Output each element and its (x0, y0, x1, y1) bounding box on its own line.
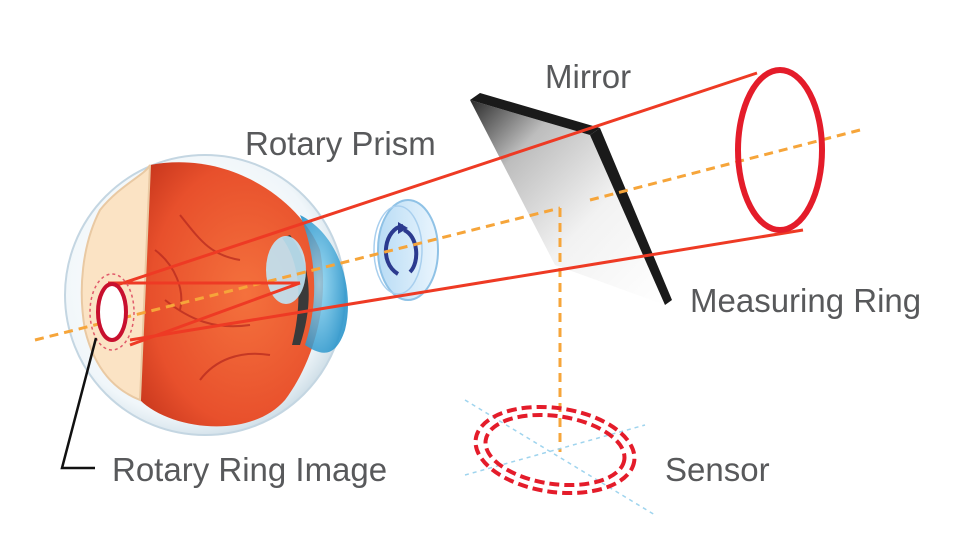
label-rotary-prism: Rotary Prism (245, 125, 436, 162)
mirror (470, 93, 672, 305)
label-measuring-ring: Measuring Ring (690, 282, 921, 319)
label-rotary-ring-image: Rotary Ring Image (112, 451, 387, 488)
eye (64, 154, 348, 436)
light-beams (108, 71, 804, 347)
measuring-ring (735, 67, 825, 233)
leader-line (60, 337, 98, 470)
label-sensor: Sensor (665, 451, 770, 488)
rotary-ring-image (89, 273, 135, 351)
label-mirror: Mirror (545, 58, 631, 95)
rotary-prism (373, 199, 439, 301)
sensor (464, 399, 656, 516)
